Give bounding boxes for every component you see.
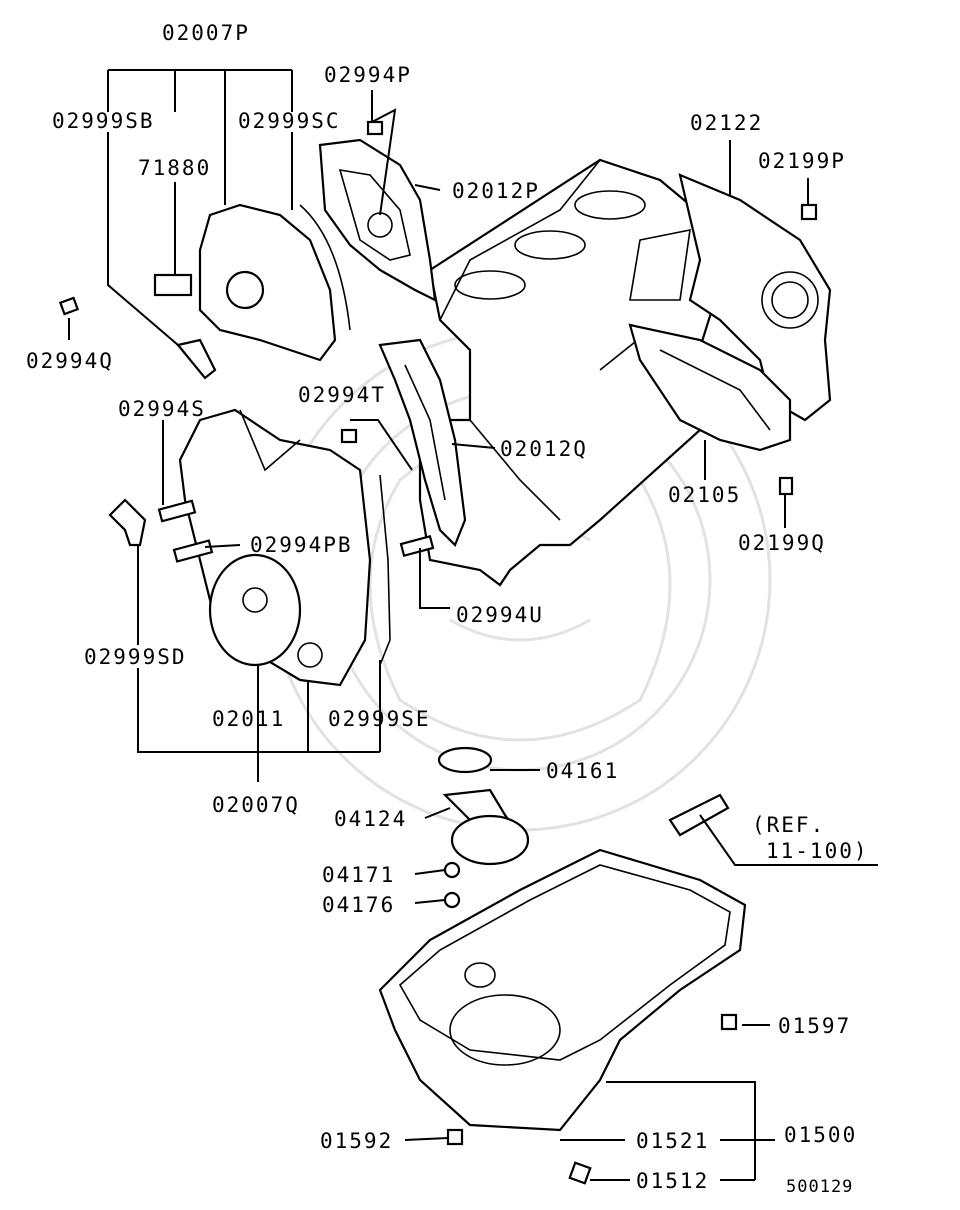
label-04124[interactable]: 04124: [334, 807, 407, 831]
diagram-id: 500129: [786, 1177, 853, 1197]
engine-block: [418, 158, 722, 587]
label-01500[interactable]: 01500: [784, 1123, 857, 1147]
label-02999SE[interactable]: 02999SE: [328, 707, 431, 731]
label-01521[interactable]: 01521: [636, 1129, 709, 1153]
label-02012P[interactable]: 02012P: [452, 179, 540, 203]
label-02999SD[interactable]: 02999SD: [84, 645, 187, 669]
label-ref-line1[interactable]: (REF.: [752, 813, 825, 837]
upper-rear-cover: [318, 138, 437, 302]
label-02994T[interactable]: 02994T: [298, 383, 386, 407]
label-02999SB[interactable]: 02999SB: [52, 109, 155, 133]
leader-lines: [68, 69, 878, 1181]
label-02199P[interactable]: 02199P: [758, 149, 846, 173]
label-04161[interactable]: 04161: [546, 759, 619, 783]
label-01592[interactable]: 01592: [320, 1129, 393, 1153]
label-02011[interactable]: 02011: [212, 707, 285, 731]
label-02999SC[interactable]: 02999SC: [238, 109, 341, 133]
label-04171[interactable]: 04171: [322, 863, 395, 887]
label-02994PB[interactable]: 02994PB: [250, 533, 353, 557]
lower-housing: [628, 323, 792, 452]
lower-rear-cover: [378, 338, 467, 547]
label-02199Q[interactable]: 02199Q: [738, 531, 826, 555]
label-01597[interactable]: 01597: [778, 1014, 851, 1038]
rear-plate: [678, 173, 832, 422]
sealant-tube: [668, 793, 730, 837]
part-labels: 02007P 02994P 02999SB 02999SC 71880 0201…: [26, 21, 869, 1197]
bolts: [58, 120, 818, 563]
gasket-strips: [299, 204, 391, 666]
label-71880[interactable]: 71880: [138, 156, 211, 180]
lower-front-cover: [178, 408, 372, 687]
label-02994U[interactable]: 02994U: [456, 603, 544, 627]
label-02994Q[interactable]: 02994Q: [26, 349, 114, 373]
clip-02999sd: [108, 498, 147, 547]
bracket-02999sb: [176, 338, 217, 380]
label-02012Q[interactable]: 02012Q: [500, 437, 588, 461]
label-02122[interactable]: 02122: [690, 111, 763, 135]
upper-front-cover: [198, 203, 337, 362]
label-02007Q[interactable]: 02007Q: [212, 793, 300, 817]
oil-pickup: [437, 746, 530, 909]
label-02994P[interactable]: 02994P: [324, 63, 412, 87]
label-02007P[interactable]: 02007P: [162, 21, 250, 45]
label-01512[interactable]: 01512: [636, 1169, 709, 1193]
label-04176[interactable]: 04176: [322, 893, 395, 917]
oil-pan: [378, 848, 747, 1185]
label-tag-71880: [153, 273, 193, 297]
label-02105[interactable]: 02105: [668, 483, 741, 507]
label-02994S[interactable]: 02994S: [118, 397, 206, 421]
label-ref-line2[interactable]: 11-100): [766, 839, 869, 863]
